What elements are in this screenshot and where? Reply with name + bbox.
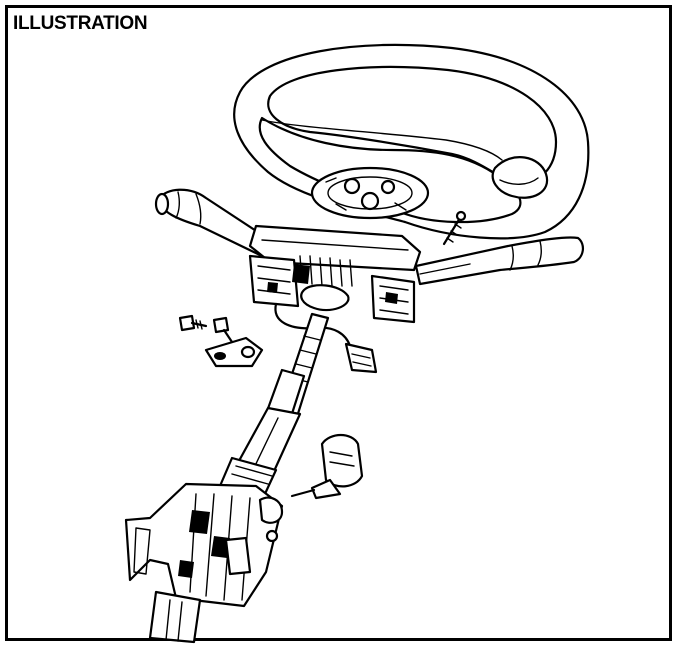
illustration-title: ILLUSTRATION xyxy=(13,13,148,34)
combination-switch xyxy=(248,224,422,374)
ignition-switch xyxy=(124,433,364,644)
mounting-screws xyxy=(178,314,264,368)
steering-column xyxy=(218,312,330,498)
wiper-lever xyxy=(414,236,584,286)
steering-wheel xyxy=(233,43,590,246)
